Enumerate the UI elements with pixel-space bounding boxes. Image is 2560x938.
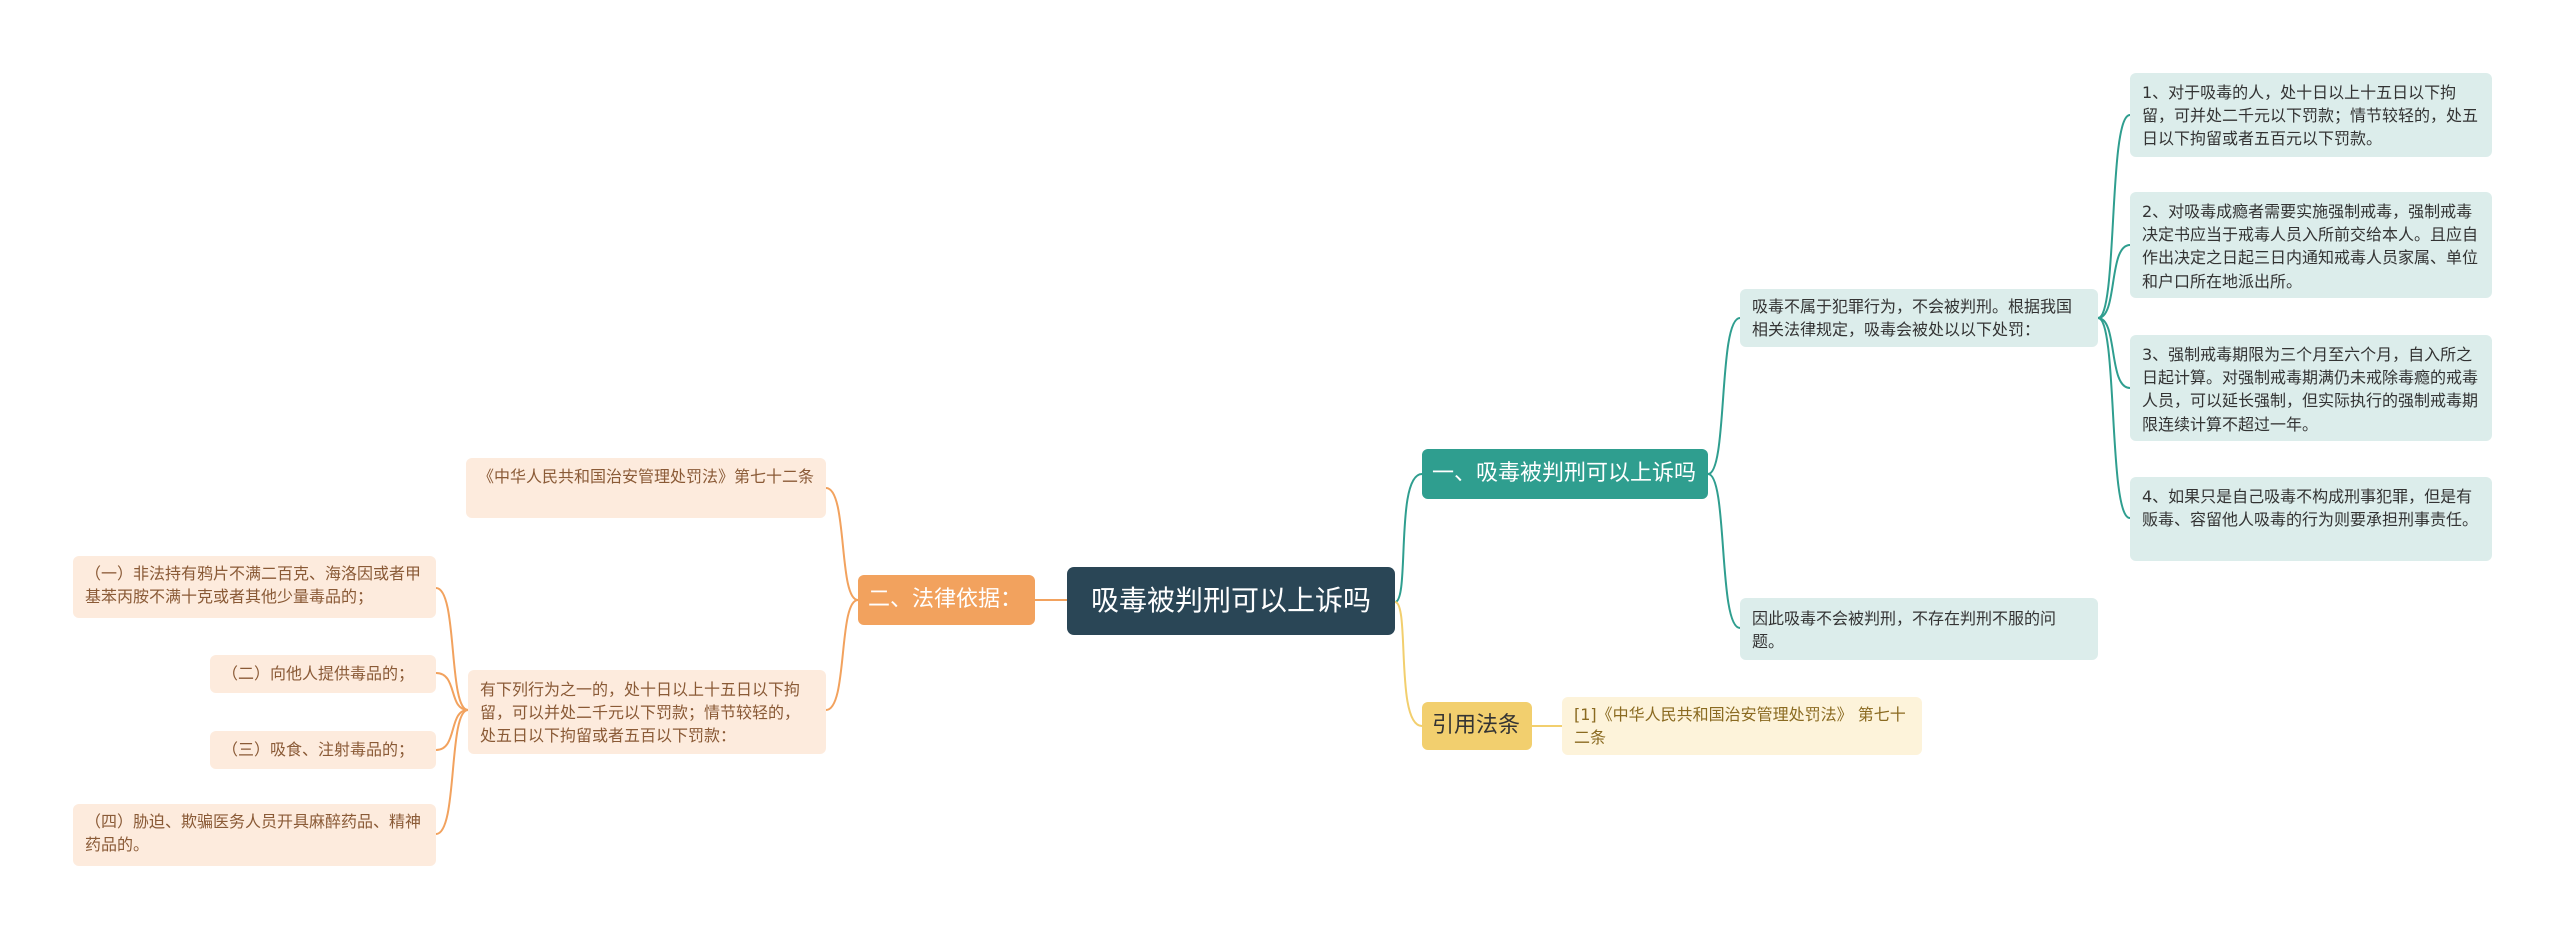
section2-statute[interactable]: 《中华人民共和国治安管理处罚法》第七十二条 (466, 458, 826, 518)
link-root-section1 (1394, 473, 1423, 603)
link-point-penalty2 (2097, 244, 2131, 319)
link-provision-item4 (435, 709, 469, 835)
link-section2-provision (825, 599, 859, 711)
penalty-item-4[interactable]: 4、如果只是自己吸毒不构成刑事犯罪，但是有贩毒、容留他人吸毒的行为则要承担刑事责… (2130, 477, 2492, 561)
link-point-penalty3 (2097, 317, 2131, 389)
section2-provision[interactable]: 有下列行为之一的，处十日以上十五日以下拘留，可以并处二千元以下罚款；情节较轻的，… (468, 670, 826, 754)
link-root-citation (1394, 601, 1423, 727)
penalty-item-3[interactable]: 3、强制戒毒期限为三个月至六个月，自入所之日起计算。对强制戒毒期满仍未戒除毒瘾的… (2130, 335, 2492, 441)
link-provision-item2 (435, 672, 469, 711)
section1-point[interactable]: 吸毒不属于犯罪行为，不会被判刑。根据我国相关法律规定，吸毒会被处以以下处罚： (1740, 289, 2098, 347)
root-topic[interactable]: 吸毒被判刑可以上诉吗 (1067, 567, 1395, 635)
link-section1-conclusion (1707, 473, 1741, 629)
link-section1-point (1707, 317, 1741, 475)
link-provision-item3 (435, 709, 469, 751)
link-provision-item1 (435, 587, 469, 711)
penalty-item-2[interactable]: 2、对吸毒成瘾者需要实施强制戒毒，强制戒毒决定书应当于戒毒人员入所前交给本人。且… (2130, 192, 2492, 298)
branch-section1[interactable]: 一、吸毒被判刑可以上诉吗 (1422, 449, 1708, 499)
branch-section2[interactable]: 二、法律依据： (858, 575, 1035, 625)
branch-citation[interactable]: 引用法条 (1422, 702, 1532, 750)
citation-ref[interactable]: [1]《中华人民共和国治安管理处罚法》 第七十二条 (1562, 697, 1922, 755)
provision-item-3[interactable]: （三）吸食、注射毒品的； (210, 731, 436, 769)
provision-item-1[interactable]: （一）非法持有鸦片不满二百克、海洛因或者甲基苯丙胺不满十克或者其他少量毒品的； (73, 556, 436, 618)
link-point-penalty1 (2097, 114, 2131, 319)
penalty-item-1[interactable]: 1、对于吸毒的人，处十日以上十五日以下拘留，可并处二千元以下罚款；情节较轻的，处… (2130, 73, 2492, 157)
provision-item-2[interactable]: （二）向他人提供毒品的； (210, 655, 436, 693)
section1-conclusion[interactable]: 因此吸毒不会被判刑，不存在判刑不服的问题。 (1740, 598, 2098, 660)
provision-item-4[interactable]: （四）胁迫、欺骗医务人员开具麻醉药品、精神药品的。 (73, 804, 436, 866)
link-point-penalty4 (2097, 317, 2131, 519)
link-section2-statute (825, 487, 859, 601)
